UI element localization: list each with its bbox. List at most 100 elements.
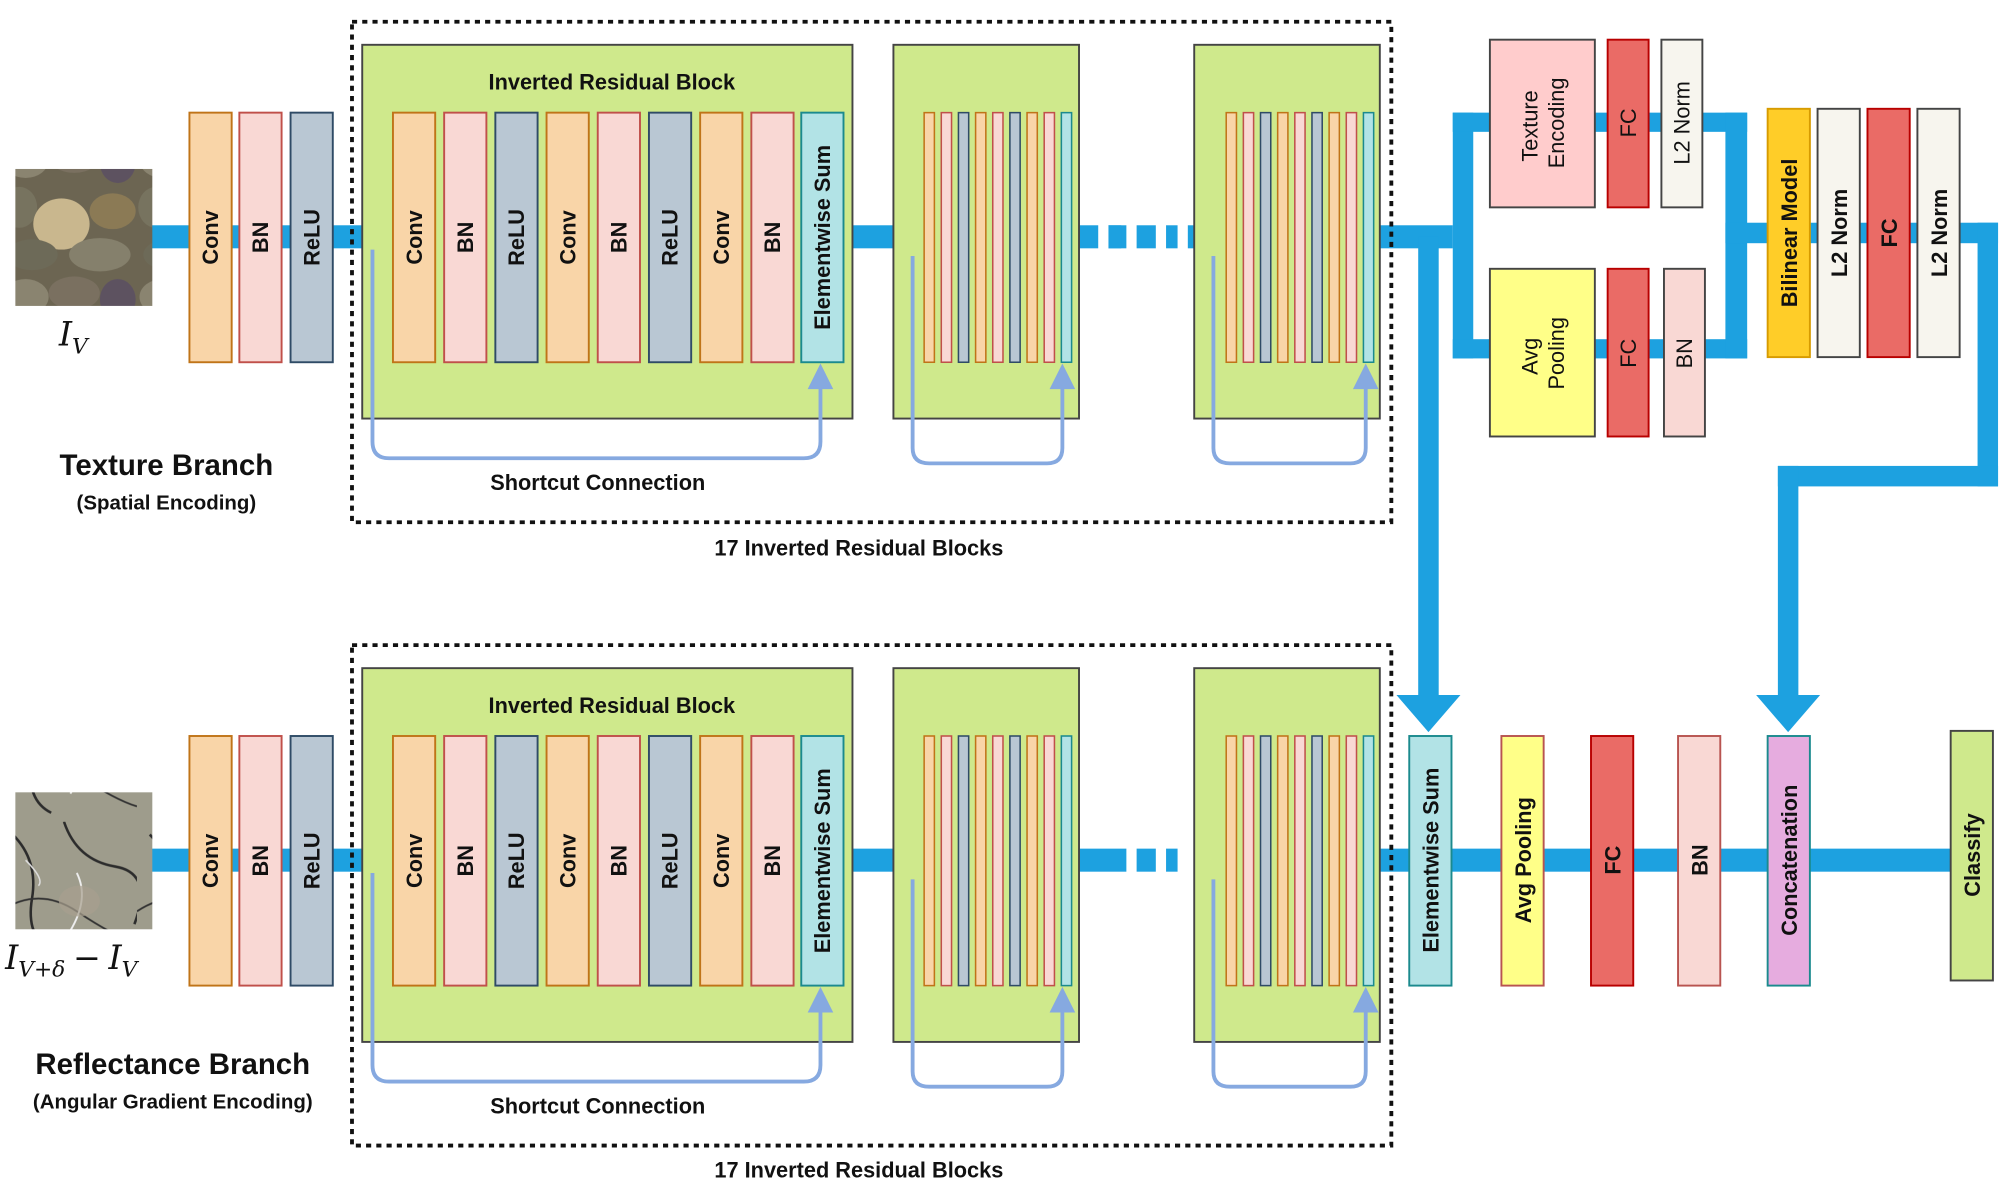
texture-block2-bn-layer — [940, 111, 953, 364]
reflectance-block1-bn-layer — [750, 735, 795, 987]
reflectance-stem-conv-layer — [188, 735, 233, 987]
texture-block2-conv-layer — [1026, 111, 1039, 364]
texture-block1-relu-layer — [647, 111, 693, 364]
texture-block1-conv-label: Conv — [555, 210, 580, 264]
texture-block1-relu-label: ReLU — [658, 209, 683, 266]
reflectance-stem-relu-label: ReLU — [299, 832, 324, 889]
texture-block1-elementwise-sum-label: Elementwise Sum — [810, 145, 835, 330]
texture-stem-bn-label: BN — [248, 222, 273, 253]
fusion-elementwise-sum — [1408, 735, 1453, 987]
reflectance-block3-conv-layer — [1276, 735, 1289, 987]
texture-stem-bn-layer — [238, 111, 283, 364]
fusion-bn-bottom — [1677, 735, 1722, 987]
reflectance-stem: Conv BN ReLU — [188, 735, 334, 987]
reflectance-gap-3 — [1177, 846, 1196, 875]
reflectance-branch-title: Reflectance Branch — [35, 1048, 310, 1081]
texture-stem: Conv BN ReLU — [188, 111, 334, 364]
texture-block1-conv-layer — [699, 111, 744, 364]
texture-block2-conv-layer — [923, 111, 936, 364]
texture-block2-elementwise-sum-layer — [1060, 111, 1073, 364]
texture-encoding-box — [1488, 38, 1596, 209]
fusion-l2-1 — [1816, 107, 1861, 359]
bilinear-model-box — [1766, 107, 1811, 359]
texture-head: Texture Encoding FC L2 Norm Avg Pooling … — [1396, 38, 1999, 733]
texture-block2-bn-layer — [1043, 111, 1056, 364]
avg-pooling-head-label: Avg Pooling — [1517, 317, 1569, 390]
reflectance-block1-bn-label: BN — [453, 845, 478, 876]
reflectance-block1-relu-label: ReLU — [658, 832, 683, 889]
texture-head-l2-upper-label: L2 Norm — [1670, 81, 1695, 164]
texture-block1-bn-layer — [596, 111, 641, 364]
texture-block2-relu-layer — [957, 111, 970, 364]
reflectance-shortcut-label: Shortcut Connection — [490, 1094, 705, 1119]
reflectance-gap-1 — [1126, 846, 1137, 875]
texture-shortcut-3-arrowhead — [1352, 363, 1379, 390]
fusion-elementwise-sum-label: Elementwise Sum — [1419, 768, 1444, 953]
texture-head-fc-upper — [1606, 38, 1650, 209]
reflectance-block3-elementwise-sum-layer — [1362, 735, 1375, 987]
texture-gap-2 — [1126, 222, 1137, 251]
reflectance-block3-bn-layer — [1345, 735, 1358, 987]
texture-shortcut-2-arrowhead — [1049, 363, 1076, 390]
texture-input-image — [15, 168, 153, 306]
reflectance-stem-relu-layer — [289, 735, 334, 987]
head-left-bus — [1452, 112, 1474, 359]
texture-block1-conv-layer — [391, 111, 437, 364]
reflectance-block1-bn-layer — [596, 735, 641, 987]
reflectance-block1-relu-layer — [494, 735, 539, 987]
reflectance-block2-conv-layer — [923, 735, 936, 987]
reflectance-block1-conv-label: Conv — [555, 834, 580, 888]
texture-stem-conv-label: Conv — [198, 210, 223, 264]
classify-label: Classify — [1960, 813, 1985, 896]
texture-block2-relu-layer — [1009, 111, 1021, 364]
reflectance-stem-bn-label: BN — [248, 845, 273, 876]
texture-encoding-label: Texture Encoding — [1517, 78, 1569, 169]
reflectance-shortcut-3-arrowhead — [1352, 986, 1379, 1013]
texture-head-l2-upper — [1660, 38, 1704, 209]
reflectance-shortcut-3 — [1211, 879, 1368, 1089]
fusion-l2-2 — [1916, 107, 1961, 359]
texture-stem-relu-label: ReLU — [299, 209, 324, 266]
reflectance-stem-conv-label: Conv — [198, 834, 223, 888]
fusion-l2-1-label: L2 Norm — [1827, 189, 1852, 277]
reflectance-block3-relu-layer — [1311, 735, 1323, 987]
reflectance-block2-bn-layer — [940, 735, 953, 987]
reflectance-shortcut-2 — [910, 879, 1065, 1089]
reflectance-block1-bn-layer — [443, 735, 488, 987]
head-return-bus — [1977, 222, 1999, 487]
bilinear-model-label: Bilinear Model — [1777, 159, 1802, 308]
reflectance-block3-relu-layer — [1259, 735, 1272, 987]
texture-head-bn-lower-label: BN — [1672, 338, 1697, 368]
texture-block1-conv-label: Conv — [709, 210, 734, 264]
concat-arrowhead — [1756, 695, 1821, 733]
fusion-fc-bottom — [1590, 735, 1635, 987]
texture-block2-conv-layer — [974, 111, 987, 364]
fusion-fc-label: FC — [1877, 218, 1902, 247]
reflectance-branch-subtitle: (Angular Gradient Encoding) — [33, 1090, 313, 1113]
texture-input-label: IV — [58, 315, 90, 360]
texture-block1-bn-label: BN — [453, 222, 478, 253]
reflectance-block1-conv-layer — [699, 735, 744, 987]
reflectance-block-3-layers — [1225, 735, 1375, 987]
fusion-avg-pooling-label: Avg Pooling — [1511, 797, 1536, 923]
reflectance-block3-conv-layer — [1328, 735, 1341, 987]
reflectance-block2-conv-layer — [1026, 735, 1039, 987]
texture-block3-bn-layer — [1242, 111, 1255, 364]
texture-block3-bn-layer — [1345, 111, 1358, 364]
texture-block-3-layers — [1225, 111, 1375, 364]
avg-pooling-head-box — [1488, 267, 1596, 438]
fusion-fc — [1866, 107, 1911, 359]
reflectance-block-title: Inverted Residual Block — [489, 693, 736, 718]
texture-block1-bn-layer — [443, 111, 488, 364]
reflectance-block-2-layers — [923, 735, 1073, 987]
reflectance-block1-bn-label: BN — [760, 845, 785, 876]
texture-block3-relu-layer — [1259, 111, 1272, 364]
texture-branch-subtitle: (Spatial Encoding) — [77, 491, 257, 514]
reflectance-input-label: IV+δ−IV — [4, 938, 140, 983]
reflectance-block3-bn-layer — [1294, 735, 1306, 987]
texture-block3-conv-layer — [1328, 111, 1341, 364]
reflectance-block1-relu-label: ReLU — [504, 832, 529, 889]
texture-block3-elementwise-sum-layer — [1362, 111, 1375, 364]
reflectance-block2-conv-layer — [974, 735, 987, 987]
